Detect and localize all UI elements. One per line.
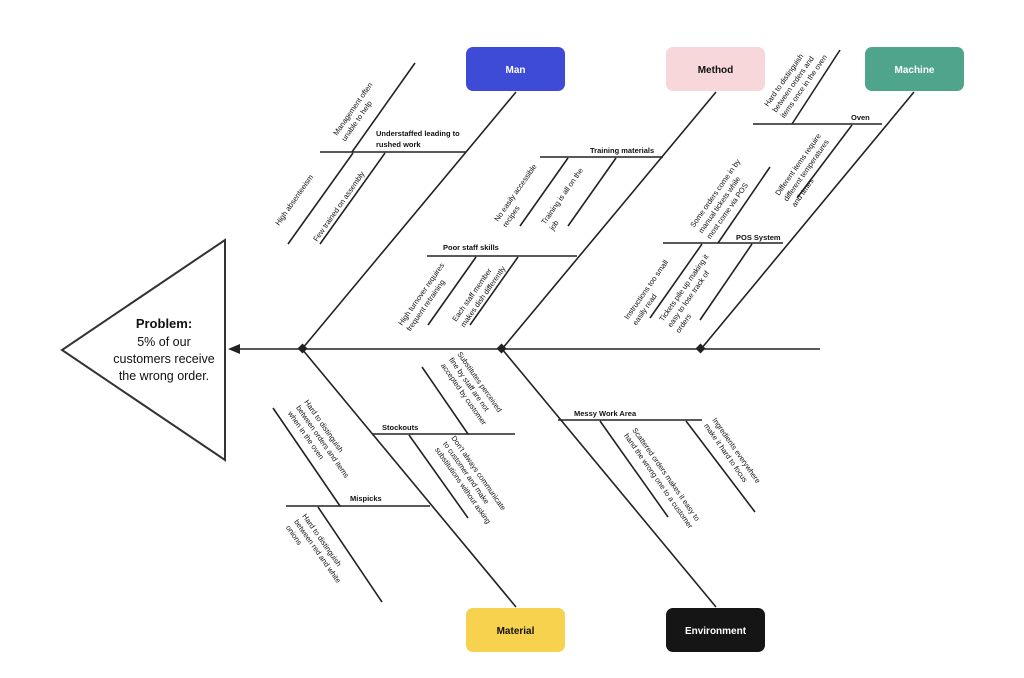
category-machine-label: Machine <box>894 65 934 76</box>
cause-absenteeism: High absenteeism <box>273 173 315 227</box>
category-environment-box[interactable] <box>666 608 765 652</box>
bone-man <box>301 91 517 350</box>
cause-no-recipes: No easily accessible recipes <box>492 162 538 229</box>
problem-head <box>60 238 226 462</box>
svg-text:Training is all on the: Training is all on the <box>539 166 585 226</box>
category-man-label: Man <box>506 65 526 76</box>
cause-line-instructions <box>649 243 703 319</box>
sub-label-understaffed-2: rushed work <box>376 140 421 149</box>
cause-line-few-trained <box>319 152 386 245</box>
cause-line-each-staff <box>469 256 519 326</box>
category-material[interactable]: Material <box>466 608 565 652</box>
spine-arrowhead <box>228 344 240 354</box>
cause-on-job: Training is all on the job <box>539 166 585 232</box>
svg-text:High absenteeism: High absenteeism <box>273 173 315 227</box>
category-environment-label: Environment <box>685 626 747 637</box>
cause-line-no-recipes <box>519 157 569 227</box>
cause-line-turnover <box>427 256 477 326</box>
category-environment[interactable]: Environment <box>666 608 765 652</box>
sub-label-messy: Messy Work Area <box>574 409 637 418</box>
cause-line-substitutes <box>421 366 469 435</box>
cause-diff-items: Different items require different temper… <box>773 132 831 209</box>
svg-text:Scattered orders makes it easy: Scattered orders makes it easy to <box>630 426 701 523</box>
sub-label-understaffed-1: Understaffed leading to <box>376 129 460 138</box>
sub-label-mispicks: Mispicks <box>350 494 382 503</box>
sub-label-oven: Oven <box>851 113 870 122</box>
cause-line-management <box>351 62 416 153</box>
cause-line-tickets-pile <box>699 243 753 321</box>
cause-line-dont-communicate <box>408 434 469 519</box>
cause-management: Management often unable to help <box>331 81 374 143</box>
category-man-box[interactable] <box>466 47 565 91</box>
cause-each-staff: Each staff member makes dish differently <box>450 264 507 329</box>
problem-line-1: 5% of our <box>137 335 191 349</box>
category-machine-box[interactable] <box>865 47 964 91</box>
cause-line-absenteeism <box>287 152 354 245</box>
sub-label-training: Training materials <box>590 146 654 155</box>
cause-dont-communicate: Don't always communicate to customer and… <box>433 434 508 525</box>
category-material-label: Material <box>497 626 535 637</box>
category-method-box[interactable] <box>666 47 765 91</box>
cause-red-white: Hard to distinguish between red and whit… <box>284 512 343 585</box>
sub-label-poor-skills: Poor staff skills <box>443 243 499 252</box>
cause-scattered: Scattered orders makes it easy to hand t… <box>622 426 702 531</box>
category-method[interactable]: Method <box>666 47 765 91</box>
cause-line-ingredients <box>685 420 756 513</box>
cause-line-diff-items <box>796 124 853 199</box>
svg-text:Few trained on assembly: Few trained on assembly <box>311 169 366 243</box>
bone-environment <box>501 348 717 608</box>
category-machine[interactable]: Machine <box>865 47 964 91</box>
cause-line-red-white <box>317 506 383 603</box>
bone-material <box>301 348 517 608</box>
cause-line-manual-tickets <box>717 166 771 244</box>
sub-label-stockouts: Stockouts <box>382 423 418 432</box>
cause-hard-distinguish: Hard to distinguish between orders and i… <box>762 52 829 120</box>
sub-label-pos: POS System <box>736 233 781 242</box>
cause-line-scattered <box>599 420 669 518</box>
cause-line-on-job <box>567 157 617 227</box>
cause-substitutes: Substitutes perceived fine by staff are … <box>439 350 504 427</box>
problem-line-2: customers receive <box>113 352 214 366</box>
category-material-box[interactable] <box>466 608 565 652</box>
bone-machine <box>700 91 915 350</box>
svg-text:hand the wrong one to a custom: hand the wrong one to a customer <box>622 432 695 531</box>
problem-title: Problem: <box>136 316 192 331</box>
cause-line-hard-distinguish <box>791 49 841 125</box>
problem-line-3: the wrong order. <box>119 369 209 383</box>
category-method-label: Method <box>698 65 734 76</box>
cause-line-hard-oven <box>272 407 341 507</box>
bone-method <box>501 91 717 350</box>
cause-turnover: High turnover requires frequent retraini… <box>396 261 446 333</box>
category-man[interactable]: Man <box>466 47 565 91</box>
cause-few-trained: Few trained on assembly <box>311 169 366 243</box>
